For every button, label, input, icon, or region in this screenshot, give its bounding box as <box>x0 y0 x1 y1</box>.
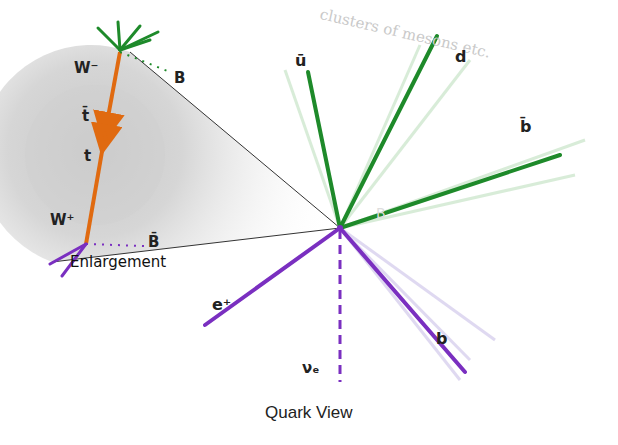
faint-label: B <box>376 206 386 221</box>
boson-label: W⁻ <box>74 60 98 77</box>
quark-label: t̄ <box>82 108 89 125</box>
quark-label: ū <box>295 52 306 70</box>
meson-label: B <box>174 70 185 87</box>
caption: Quark View <box>265 404 353 423</box>
meson-label: B̄ <box>148 234 159 251</box>
quark-label: t <box>84 148 91 165</box>
boson-label: W⁺ <box>50 212 74 229</box>
quark-label: b <box>436 330 447 348</box>
quark-label: d <box>455 48 466 66</box>
neutrino-label: νₑ <box>302 360 319 377</box>
enlargement-label: Enlargement <box>70 254 166 271</box>
quark-label: b̄ <box>520 118 531 136</box>
lepton-label: e⁺ <box>212 296 231 314</box>
